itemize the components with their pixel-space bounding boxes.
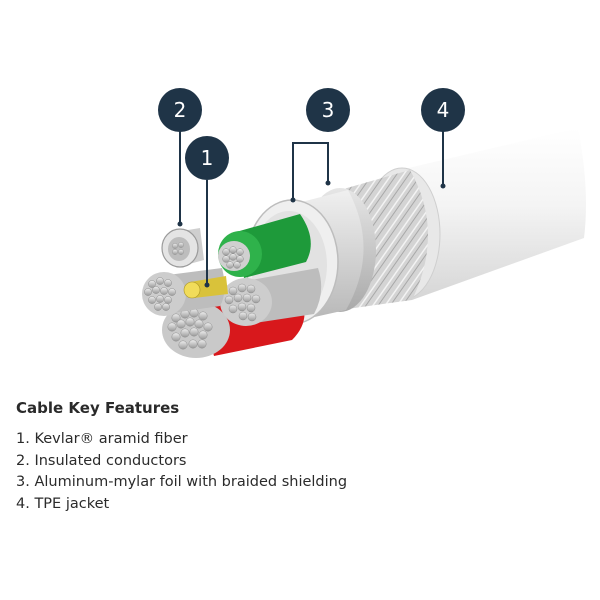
key-features-list: 1. Kevlar® aramid fiber 2. Insulated con… [16, 429, 347, 515]
cable-cross-section-diagram: 2 1 3 4 [142, 88, 586, 358]
callout-2: 2 [158, 88, 202, 132]
bare-strand-bundle-right [220, 268, 322, 326]
leader-dot-4 [440, 183, 446, 189]
key-title: Cable Key Features [16, 399, 180, 417]
leader-line-3 [292, 142, 329, 200]
kevlar-aramid-fiber [183, 276, 228, 299]
leader-dot-3b [325, 180, 331, 186]
callout-3: 3 [306, 88, 350, 132]
key-item-conductors: 2. Insulated conductors [16, 452, 187, 469]
callout-4: 4 [421, 88, 465, 132]
callout-1: 1 [185, 136, 229, 180]
small-insulated-conductor [161, 228, 204, 268]
callout-3-label: 3 [322, 98, 335, 122]
green-insulated-conductor [218, 214, 311, 278]
key-item-kevlar: 1. Kevlar® aramid fiber [16, 431, 188, 447]
key-item-tpe-jacket: 4. TPE jacket [16, 495, 110, 512]
leader-dot-3a [290, 197, 296, 203]
callout-leader-lines [179, 130, 444, 285]
callout-1-label: 1 [201, 146, 214, 170]
cable-key-features: Cable Key Features 1. Kevlar® aramid fib… [16, 399, 347, 515]
leader-dot-2 [177, 221, 183, 227]
leader-dot-1 [204, 282, 210, 288]
callout-4-label: 4 [437, 98, 450, 122]
key-item-foil-shielding: 3. Aluminum-mylar foil with braided shie… [16, 474, 348, 490]
callout-2-label: 2 [174, 98, 187, 122]
